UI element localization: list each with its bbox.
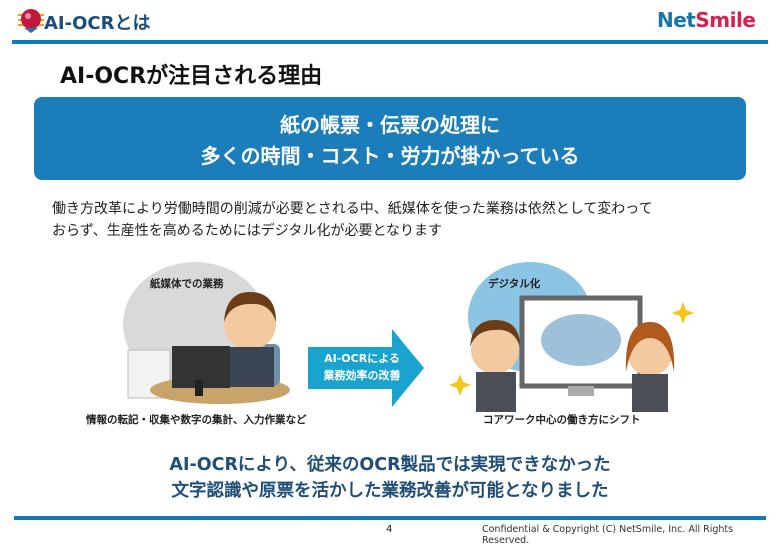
header-divider bbox=[12, 40, 768, 44]
conclusion-line-2: 文字認識や原票を活かした業務改善が可能となりました bbox=[171, 481, 609, 501]
logo-smile: Smile bbox=[695, 8, 756, 32]
section-title: AI-OCRとは bbox=[44, 13, 151, 34]
right-caption: コアワーク中心の働き方にシフト bbox=[483, 414, 641, 426]
slide-title: AI-OCRが注目される理由 bbox=[60, 64, 323, 89]
copyright-notice: Confidential & Copyright (C) NetSmile, I… bbox=[482, 524, 734, 546]
conclusion-text: AI-OCRにより、従来のOCR製品では実現できなかった 文字認識や原票を活かし… bbox=[0, 452, 780, 504]
banner-line-1: 紙の帳票・伝票の処理に bbox=[280, 113, 500, 137]
netsmile-logo: NetSmile bbox=[657, 8, 756, 32]
left-caption: 情報の転記・収集や数字の集計、入力作業など bbox=[86, 414, 307, 426]
arrow-label-line-1: AI-OCRによる bbox=[324, 352, 400, 365]
headline-banner: 紙の帳票・伝票の処理に 多くの時間・コスト・労力が掛かっている bbox=[34, 97, 746, 180]
digitalization-illustration bbox=[449, 262, 694, 412]
page-number: 4 bbox=[386, 524, 393, 535]
conclusion-line-1: AI-OCRにより、従来のOCR製品では実現できなかった bbox=[169, 455, 611, 475]
banner-line-2: 多くの時間・コスト・労力が掛かっている bbox=[200, 144, 580, 168]
arrow-label: AI-OCRによる 業務効率の改善 bbox=[312, 350, 412, 384]
body-line-1: 働き方改革により労働時間の削減が必要とされる中、紙媒体を使った業務は依然として変… bbox=[52, 201, 653, 217]
body-text: 働き方改革により労働時間の削減が必要とされる中、紙媒体を使った業務は依然として変… bbox=[52, 198, 752, 242]
footer-divider bbox=[14, 516, 766, 520]
left-illustration-label: 紙媒体での業務 bbox=[150, 278, 224, 290]
right-illustration-label: デジタル化 bbox=[488, 278, 541, 290]
company-emblem-icon bbox=[18, 9, 44, 33]
logo-net: Net bbox=[657, 8, 696, 32]
right-arrow-icon bbox=[308, 329, 424, 407]
body-line-2: おらず、生産性を高めるためにはデジタル化が必要となります bbox=[52, 223, 443, 239]
paper-work-illustration bbox=[123, 262, 290, 404]
arrow-label-line-2: 業務効率の改善 bbox=[323, 369, 401, 382]
